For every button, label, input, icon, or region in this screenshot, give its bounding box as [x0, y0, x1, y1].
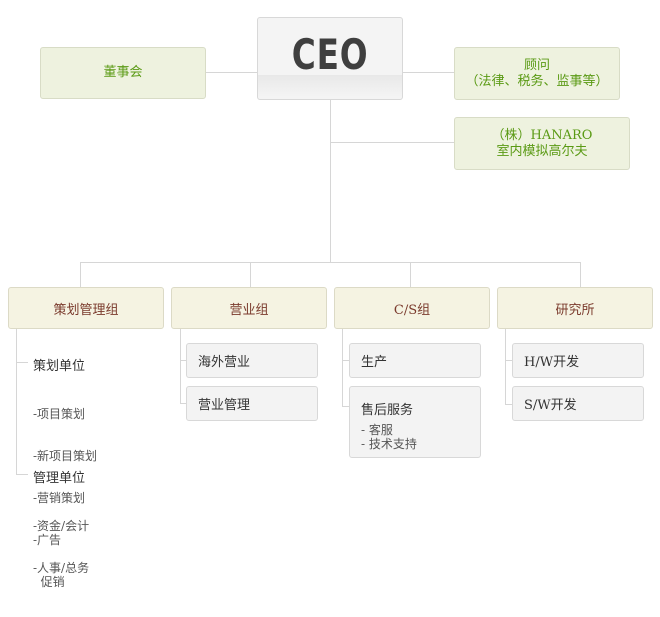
unit-item: -资金/会计 [33, 519, 90, 533]
sub-overseas-sales: 海外营业 [186, 343, 318, 378]
affiliate-line-1: （株）HANARO [491, 127, 593, 143]
sub-after-sales: 售后服务 - 客服 - 技术支持 [349, 386, 481, 458]
unit-item: -人事/总务 [33, 561, 90, 575]
sub-sales-management: 营业管理 [186, 386, 318, 421]
ceo-reflection [258, 75, 402, 97]
unit-title: 策划单位 [33, 359, 86, 374]
connector-lines [16, 72, 581, 475]
sub-title: 生产 [361, 355, 388, 370]
sub-hw-development: H/W开发 [512, 343, 644, 378]
sub-items: - 客服 - 技术支持 [361, 423, 480, 451]
advisor-box: 顾问 （法律、税务、监事等） [454, 47, 620, 100]
dept-sales: 营业组 [171, 287, 327, 329]
dept-label: 营业组 [229, 302, 269, 318]
ceo-label: CEO [291, 30, 369, 79]
unit-items: -资金/会计 -人事/总务 [33, 491, 89, 603]
sub-title: S/W开发 [524, 398, 577, 413]
sub-title: 营业管理 [198, 398, 251, 413]
sub-title: 售后服务 [361, 403, 414, 418]
unit-title: 管理单位 [33, 471, 86, 486]
unit-item: -项目策划 [33, 407, 86, 421]
dept-cs: C/S组 [334, 287, 490, 329]
dept-label: 研究所 [555, 302, 595, 318]
dept-planning-management: 策划管理组 [8, 287, 164, 329]
advisor-line-1: 顾问 [523, 57, 550, 73]
dept-label: C/S组 [393, 302, 431, 318]
unit-item: -营销策划 [33, 491, 86, 505]
ceo-box: CEO [257, 17, 403, 100]
sub-title: H/W开发 [524, 355, 580, 370]
affiliate-line-2: 室内模拟高尔夫 [496, 143, 588, 159]
sub-title: 海外营业 [198, 355, 251, 370]
dept-label: 策划管理组 [53, 302, 119, 318]
affiliate-box: （株）HANARO 室内模拟高尔夫 [454, 117, 630, 170]
sub-item: - 技术支持 [361, 437, 417, 451]
sub-item: - 客服 [361, 423, 393, 437]
board-box: 董事会 [40, 47, 206, 99]
advisor-line-2: （法律、税务、监事等） [465, 73, 609, 89]
sub-sw-development: S/W开发 [512, 386, 644, 421]
board-label: 董事会 [103, 65, 143, 80]
sub-production: 生产 [349, 343, 481, 378]
management-unit: 管理单位 -资金/会计 -人事/总务 [33, 467, 89, 603]
dept-research: 研究所 [497, 287, 653, 329]
unit-item: -新项目策划 [33, 449, 98, 463]
